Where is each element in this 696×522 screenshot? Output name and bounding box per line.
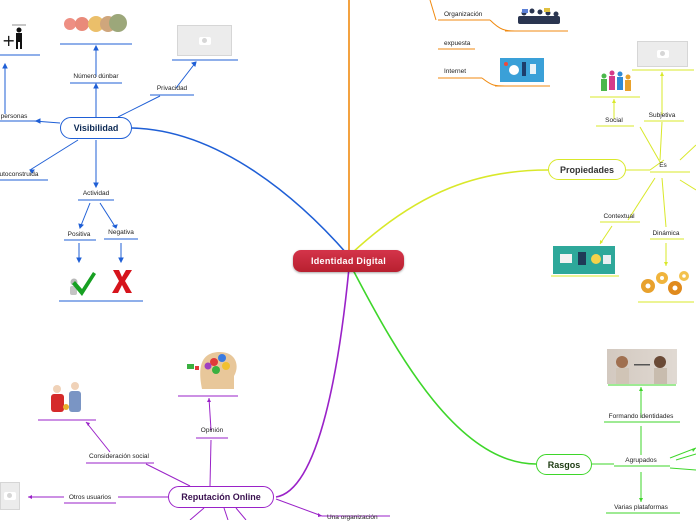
contextual-label[interactable]: Contextual [603,213,635,220]
reputacion-online-label: Reputación Online [181,492,261,502]
gears-image [641,271,689,295]
subjetiva-label[interactable]: Subjetiva [648,112,676,119]
elderly-couple-image [51,382,81,412]
social-people-image [601,70,631,91]
personas-label[interactable]: personas [0,113,28,120]
central-topic-label: Identidad Digital [310,256,387,266]
person-plus-icon: + [2,24,26,50]
es-label[interactable]: Es [659,162,667,169]
central-topic-node[interactable]: Identidad Digital [293,250,404,272]
social-label[interactable]: Social [605,117,623,124]
negativa-label[interactable]: Negativa [108,229,134,236]
otros-usuarios-label[interactable]: Otros usuarios [68,494,112,501]
varias-plataformas-label[interactable]: Varias plataformas [614,504,668,511]
propiedades-label: Propiedades [559,164,615,175]
visibilidad-node[interactable]: Visibilidad [60,117,132,139]
rasgos-label: Rasgos [547,459,581,470]
positiva-label[interactable]: Positiva [67,231,91,238]
agrupados-label[interactable]: Agrupados [625,457,657,464]
dunbar-circles-image [64,14,127,32]
contextual-devices-image [553,246,615,274]
red-x-image [112,270,132,293]
autoconstruida-label[interactable]: utoconstruida [0,171,39,178]
reputacion-online-node[interactable]: Reputación Online [168,486,274,508]
dinamica-label[interactable]: Dinámica [652,230,680,237]
internet-social-image [500,58,544,82]
visibilidad-label: Visibilidad [73,123,119,133]
numero-dunbar-label[interactable]: Número dúnbar [73,73,119,80]
internet-label[interactable]: Internet [444,68,467,75]
privacidad-label[interactable]: Privacidad [156,85,188,92]
otros-usuarios-photo-placeholder [0,482,20,510]
organizacion-label[interactable]: Organización [444,11,483,18]
una-organizacion-label[interactable]: Una organización [327,514,378,521]
rasgos-connectors [351,267,696,514]
formando-identidades-label[interactable]: Formando identidades [608,413,674,420]
privacidad-photo-placeholder [177,25,232,56]
top-branch-connectors [348,0,568,255]
women-photo-image [607,349,677,384]
head-puzzle-image [187,352,237,389]
propiedades-node[interactable]: Propiedades [548,159,626,180]
expuesta-label[interactable]: expuesta [444,40,471,47]
rasgos-node[interactable]: Rasgos [536,454,592,475]
propiedades-connectors [351,69,696,303]
check-approval-image [70,272,96,296]
consideracion-social-label[interactable]: Consideración social [89,453,149,460]
opinion-label[interactable]: Opinión [200,427,224,434]
organization-people-image [518,8,560,24]
actividad-label[interactable]: Actividad [82,190,110,197]
reputacion-connectors [28,267,390,520]
subjetiva-photo-placeholder [637,41,688,67]
svg-text:+: + [2,31,15,50]
